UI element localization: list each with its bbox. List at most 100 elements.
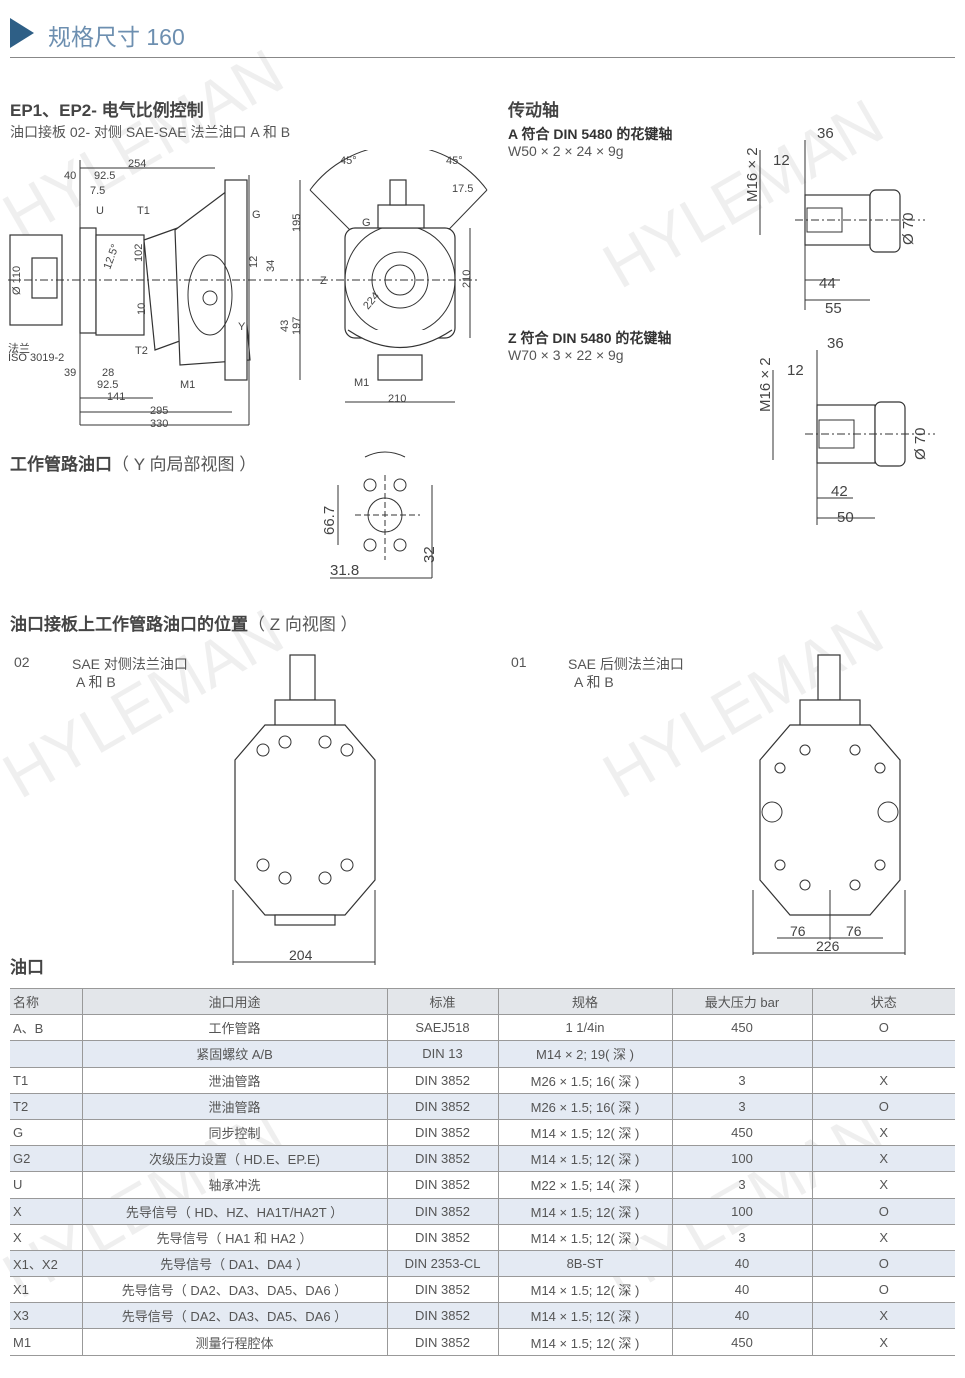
cell-standard: DIN 3852 bbox=[386, 1302, 498, 1330]
dim-label: 330 bbox=[150, 418, 168, 430]
cell-max-pressure: 450 bbox=[671, 1014, 812, 1042]
dim-label: 法兰 bbox=[8, 341, 30, 355]
cell-usage: 先导信号（ HD、HZ、HA1T/HA2T ） bbox=[81, 1198, 387, 1225]
cell-name: T2 bbox=[10, 1093, 82, 1120]
shaft-a-title: A 符合 DIN 5480 的花键轴 bbox=[508, 126, 673, 142]
cell-usage: 工作管路 bbox=[81, 1014, 387, 1042]
dim-label: 42 bbox=[831, 483, 848, 500]
cell-name: T1 bbox=[10, 1067, 82, 1094]
cell-max-pressure: 450 bbox=[671, 1119, 812, 1147]
cell-standard: DIN 3852 bbox=[386, 1145, 498, 1173]
port-plate-02-label2: A 和 B bbox=[76, 674, 116, 690]
cell-name: G bbox=[10, 1119, 82, 1147]
front-view bbox=[309, 150, 488, 403]
port-plate-01-label: SAE 后侧法兰油口 bbox=[568, 656, 684, 672]
dim-label: Z bbox=[320, 275, 327, 287]
col-usage: 油口用途 bbox=[81, 987, 387, 1016]
cell-max-pressure: 3 bbox=[671, 1171, 812, 1199]
cell-usage: 泄油管路 bbox=[81, 1067, 387, 1094]
cell-usage: 先导信号（ DA1、DA4 ） bbox=[81, 1250, 387, 1278]
dim-label: 7.5 bbox=[90, 185, 105, 197]
cell-standard: DIN 3852 bbox=[386, 1224, 498, 1251]
dim-label: 44 bbox=[819, 275, 836, 292]
dim-label: 254 bbox=[128, 158, 146, 170]
dim-label: 28 bbox=[102, 367, 114, 379]
ep-title: EP1、EP2- 电气比例控制 bbox=[10, 101, 204, 120]
dim-label: 195 bbox=[291, 214, 303, 232]
ports-z-suffix: （ Z 向视图 ） bbox=[248, 615, 358, 634]
cell-usage: 测量行程腔体 bbox=[81, 1328, 387, 1356]
dim-label: 43 bbox=[279, 320, 291, 332]
header-arrow-icon bbox=[10, 18, 34, 48]
ports-y-heading: 工作管路油口（ Y 向局部视图 ） bbox=[10, 450, 256, 475]
cell-status: O bbox=[811, 1014, 955, 1042]
dim-label: 50 bbox=[837, 509, 854, 526]
dim-label: 45° bbox=[340, 155, 357, 167]
cell-max-pressure: 3 bbox=[671, 1093, 812, 1120]
cell-status: X bbox=[811, 1067, 955, 1094]
cell-name: M1 bbox=[10, 1328, 82, 1356]
cell-name: U bbox=[10, 1171, 82, 1199]
ports-table-title: 油口 bbox=[10, 958, 44, 977]
cell-status: X bbox=[811, 1328, 955, 1356]
cell-name: X1、X2 bbox=[10, 1250, 82, 1278]
dim-label: G bbox=[252, 209, 261, 221]
dim-label: 36 bbox=[827, 335, 844, 352]
dim-label: 102 bbox=[133, 244, 145, 262]
cell-name: X bbox=[10, 1224, 82, 1251]
cell-name: X bbox=[10, 1198, 82, 1225]
shaft-z-title: Z 符合 DIN 5480 的花键轴 bbox=[508, 330, 672, 346]
ports-z-title: 油口接板上工作管路油口的位置 bbox=[10, 615, 248, 634]
dim-label: 17.5 bbox=[452, 183, 473, 195]
dim-label: T2 bbox=[135, 345, 148, 357]
dim-label: 39 bbox=[64, 367, 76, 379]
cell-spec: M14 × 1.5; 12( 深 ) bbox=[497, 1145, 672, 1173]
port-plate-01-code: 01 bbox=[511, 654, 527, 670]
cell-status: O bbox=[811, 1250, 955, 1278]
dim-label: 66.7 bbox=[321, 506, 338, 535]
cell-max-pressure: 100 bbox=[671, 1145, 812, 1173]
dim-label: 141 bbox=[107, 391, 125, 403]
shaft-a-drawing: M16 × 2 36 12 44 55 Ø 70 bbox=[744, 125, 925, 317]
cell-status: O bbox=[811, 1093, 955, 1120]
ep-subtitle: 油口接板 02- 对侧 SAE-SAE 法兰油口 A 和 B bbox=[10, 124, 291, 140]
col-name: 名称 bbox=[10, 987, 82, 1016]
cell-standard: DIN 3852 bbox=[386, 1276, 498, 1304]
cell-usage: 先导信号（ DA2、DA3、DA5、DA6 ） bbox=[81, 1276, 387, 1304]
dim-label: M1 bbox=[354, 377, 369, 389]
ports-z-heading: 油口接板上工作管路油口的位置（ Z 向视图 ） bbox=[10, 610, 358, 635]
shaft-z-spec: W70 × 3 × 22 × 9g bbox=[508, 347, 624, 363]
dim-label: 45° bbox=[446, 155, 463, 167]
cell-max-pressure: 40 bbox=[671, 1302, 812, 1330]
ports-y-drawing: 66.7 32 31.8 bbox=[321, 451, 438, 579]
shaft-a-spec: W50 × 2 × 24 × 9g bbox=[508, 143, 624, 159]
cell-name bbox=[10, 1040, 82, 1068]
cell-spec: M26 × 1.5; 16( 深 ) bbox=[497, 1067, 672, 1094]
cell-max-pressure: 450 bbox=[671, 1328, 812, 1356]
cell-standard: DIN 3852 bbox=[386, 1328, 498, 1356]
cell-spec: M14 × 1.5; 12( 深 ) bbox=[497, 1328, 672, 1356]
port-plate-01-label2: A 和 B bbox=[574, 674, 614, 690]
cell-standard: DIN 3852 bbox=[386, 1119, 498, 1147]
port-plate-02-label: SAE 对侧法兰油口 bbox=[72, 656, 188, 672]
shaft-z-drawing: M16 × 2 36 12 42 50 Ø 70 bbox=[757, 335, 935, 526]
port-plate-02-code: 02 bbox=[14, 654, 30, 670]
dim-label: 76 bbox=[846, 923, 862, 939]
dim-label: 204 bbox=[289, 947, 313, 963]
cell-name: X3 bbox=[10, 1302, 82, 1330]
cell-max-pressure: 3 bbox=[671, 1067, 812, 1094]
col-spec: 规格 bbox=[497, 987, 672, 1016]
cell-spec: 1 1/4in bbox=[497, 1014, 672, 1042]
header-divider bbox=[10, 57, 955, 58]
dim-label: 40 bbox=[64, 170, 76, 182]
shaft-title: 传动轴 bbox=[508, 101, 559, 120]
cell-spec: M14 × 1.5; 12( 深 ) bbox=[497, 1276, 672, 1304]
dim-label: 12 bbox=[248, 256, 260, 268]
dim-label: 12 bbox=[787, 362, 804, 379]
cell-usage: 次级压力设置（ HD.E、EP.E) bbox=[81, 1145, 387, 1173]
cell-usage: 同步控制 bbox=[81, 1119, 387, 1147]
